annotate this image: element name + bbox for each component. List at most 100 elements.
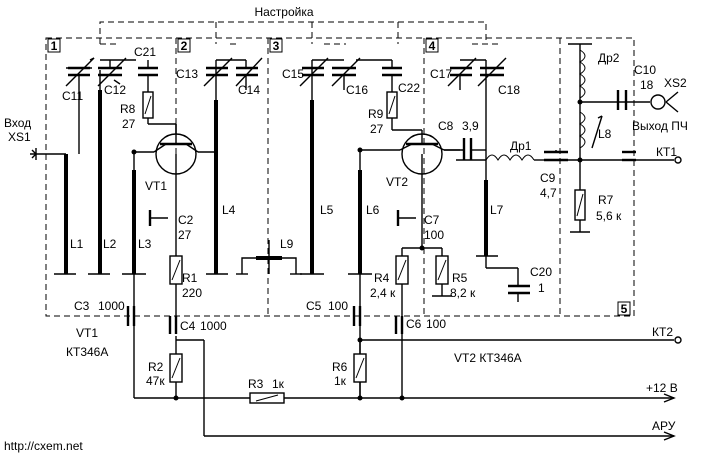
input-label: Вход [4, 116, 31, 130]
agc-label: АРУ [652, 419, 676, 433]
c15-label: C15 [282, 67, 304, 81]
c22-label: C22 [398, 81, 420, 95]
r4-value: 2,4 к [370, 286, 396, 300]
c8-label: C8 [438, 119, 454, 133]
vt2-transistor: VT2 [360, 130, 460, 189]
r1-value: 220 [182, 286, 202, 300]
c7-label: C7 [424, 213, 440, 227]
r7-value: 5,6 к [596, 209, 622, 223]
c10-value: 18 [640, 78, 654, 92]
r5-value: 8,2 к [450, 286, 476, 300]
kt1-label: КТ1 [656, 145, 677, 159]
c11-label: C11 [62, 89, 83, 103]
section-4-label: 4 [429, 39, 436, 53]
l8-label: L8 [598, 127, 612, 141]
c3-value: 1000 [98, 299, 125, 313]
c8-capacitor: C8 3,9 [438, 119, 486, 160]
l3-label: L3 [138, 237, 152, 251]
c2-value: 27 [178, 228, 192, 242]
c11-c12-variable-caps: C11 C12 [62, 57, 136, 154]
r6-label: R6 [332, 360, 348, 374]
c22-r9: C22 R9 27 [356, 59, 422, 136]
l5-label: L5 [320, 203, 334, 217]
c6-label: C6 [406, 317, 422, 331]
input-conn-label: XS1 [8, 130, 31, 144]
l4-circuit: L4 C13 C14 [176, 57, 263, 275]
r9-label: R9 [368, 107, 384, 121]
vt1-label: VT1 [145, 179, 167, 193]
r8-label: R8 [120, 102, 136, 116]
kt2-label: КТ2 [652, 325, 673, 339]
input-connector: Вход XS1 [4, 116, 66, 160]
c5-value: 100 [328, 299, 348, 313]
c6-value: 100 [426, 317, 446, 331]
section-markers: 1 2 3 4 5 [47, 38, 631, 316]
supply-network: R2 47к R3 1к R6 1к КТ2 +12 В АРУ [146, 325, 682, 441]
l9-coupling: L9 [236, 237, 302, 275]
c9-value: 4,7 [540, 186, 557, 200]
dr2-label: Др2 [598, 51, 620, 65]
l6-label: L6 [366, 203, 380, 217]
vt1-note-type: КТ346А [66, 345, 108, 359]
r6-value: 1к [334, 374, 347, 388]
r7-label: R7 [598, 193, 614, 207]
c4-value: 1000 [200, 319, 227, 333]
l2-label: L2 [103, 237, 117, 251]
dr1-c9: Др1 C9 4,7 [456, 139, 568, 200]
section-3-label: 3 [273, 39, 280, 53]
r8-value: 27 [122, 117, 136, 131]
section-1-label: 1 [51, 39, 58, 53]
c14-label: C14 [238, 83, 260, 97]
vt2-note: VT2 КТ346А [454, 351, 522, 365]
l9-label: L9 [280, 237, 294, 251]
c5-label: C5 [306, 299, 322, 313]
l7-circuit: L7 C17 C18 C20 1 [430, 57, 552, 302]
vt1-base-circuit: L3 C2 27 R1 220 [122, 149, 202, 399]
l7-label: L7 [490, 203, 504, 217]
vt1-transistor: VT1 [134, 124, 216, 193]
r8-resistor: R8 27 [120, 91, 176, 131]
r3-label: R3 [248, 377, 264, 391]
input-coils: L1 L2 [54, 70, 117, 275]
tuning-label: Настройка [254, 5, 313, 19]
r2-value: 47к [146, 374, 165, 388]
c21-capacitor: C21 [134, 45, 158, 92]
l5-circuit: L5 C15 C16 [282, 57, 368, 275]
c3-label: C3 [74, 299, 90, 313]
vt1-note-name: VT1 [76, 326, 98, 340]
c17-label: C17 [430, 67, 452, 81]
c4-label: C4 [180, 319, 196, 333]
output-stage: Др2 L8 R7 5,6 к C10 18 XS2 Выход ПЧ КТ1 [568, 43, 688, 233]
section-2-label: 2 [181, 39, 188, 53]
c21-label: C21 [134, 45, 156, 59]
c20-value: 1 [538, 281, 545, 295]
r2-label: R2 [148, 360, 164, 374]
r5-label: R5 [452, 271, 468, 285]
r1-label: R1 [182, 271, 198, 285]
r4-label: R4 [374, 271, 390, 285]
l4-label: L4 [222, 203, 236, 217]
output-if-label: Выход ПЧ [632, 119, 688, 133]
vt2-label: VT2 [386, 175, 408, 189]
source-url: http://cxem.net [4, 439, 83, 453]
c7-value: 100 [424, 228, 444, 242]
c10-label: C10 [634, 63, 656, 77]
c16-label: C16 [346, 83, 368, 97]
l1-label: L1 [70, 237, 84, 251]
c9-label: C9 [540, 171, 556, 185]
section-5-label: 5 [621, 302, 628, 316]
xs2-label: XS2 [664, 76, 687, 90]
feedthrough-caps: C3 1000 C4 1000 C5 100 C6 100 [74, 299, 674, 437]
supply-label: +12 В [646, 381, 678, 395]
c13-label: C13 [176, 67, 198, 81]
c8-value: 3,9 [462, 119, 479, 133]
r9-value: 27 [370, 122, 384, 136]
c18-label: C18 [498, 83, 520, 97]
r3-value: 1к [272, 377, 285, 391]
c12-label: C12 [104, 83, 126, 97]
c2-label: C2 [178, 213, 194, 227]
vt2-emitter-circuit: C7 100 R4 2,4 к R5 8,2 к [370, 176, 476, 398]
dr1-label: Др1 [510, 139, 532, 153]
